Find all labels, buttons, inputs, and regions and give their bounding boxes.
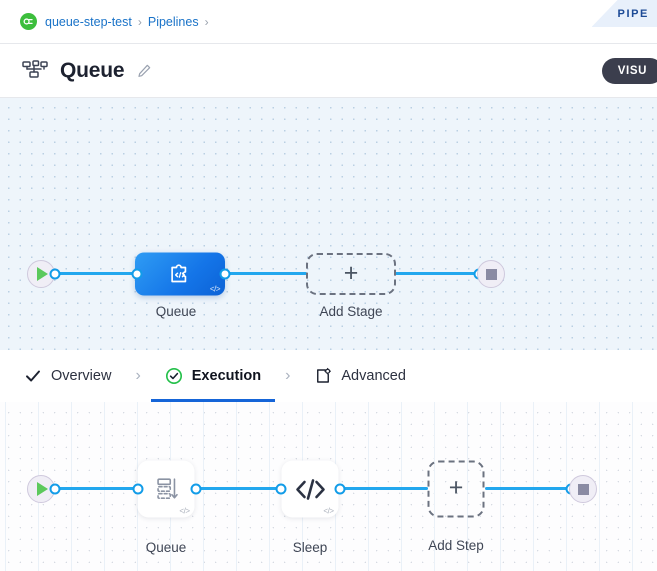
check-icon <box>26 370 40 382</box>
step-node-sleep[interactable]: </> <box>281 460 339 518</box>
step-canvas[interactable]: </> Queue </> Sleep + Add Step <box>0 402 657 571</box>
tab-label-advanced: Advanced <box>341 368 406 384</box>
step-node-queue[interactable]: </> <box>137 460 195 518</box>
edge-queuestep-to-sleep <box>196 487 281 490</box>
code-brackets-icon <box>295 478 325 500</box>
edge-start-to-queuestep <box>55 487 138 490</box>
edge-sleep-to-addstep <box>340 487 428 490</box>
pencil-edit-icon[interactable] <box>136 63 152 79</box>
code-badge: </> <box>323 506 334 516</box>
check-circle-green-icon <box>165 367 182 385</box>
edge-addstage-to-end <box>395 272 481 275</box>
play-icon <box>37 482 48 496</box>
add-stage-label: Add Stage <box>319 304 383 319</box>
end-node[interactable] <box>477 260 505 288</box>
port-queuestep-in[interactable] <box>132 483 144 495</box>
breadcrumb-link-pipelines[interactable]: Pipelines <box>147 14 199 29</box>
queue-stack-icon <box>156 477 178 499</box>
add-step-button[interactable]: + <box>427 460 485 518</box>
project-logo-icon <box>20 13 37 30</box>
step-node-label-sleep: Sleep <box>292 540 328 555</box>
code-badge: </> <box>209 284 221 294</box>
page-header: Queue VISU <box>0 44 657 98</box>
breadcrumb-separator-trailing: › <box>204 14 209 29</box>
stop-icon <box>577 483 589 495</box>
tab-separator-1: › <box>135 367 141 384</box>
box-gear-icon <box>317 367 332 383</box>
port-queue-out[interactable] <box>219 268 231 280</box>
add-stage-button[interactable]: + <box>306 253 396 295</box>
port-start-out[interactable] <box>49 483 61 495</box>
breadcrumb-link-project[interactable]: queue-step-test <box>45 14 132 29</box>
pipeline-hierarchy-icon <box>22 59 48 82</box>
tab-label-execution: Execution <box>191 368 262 384</box>
tab-label-overview: Overview <box>51 368 112 384</box>
plus-icon: + <box>343 258 359 287</box>
code-badge: </> <box>179 506 190 516</box>
tab-advanced[interactable]: Advanced <box>312 350 408 402</box>
port-sleep-in[interactable] <box>275 483 287 495</box>
edge-start-to-queue <box>55 272 137 275</box>
page-title: Queue <box>60 58 125 82</box>
edge-addstep-to-end <box>485 487 571 490</box>
visualize-button[interactable]: VISU <box>601 57 657 84</box>
stage-node-label-queue: Queue <box>155 304 197 319</box>
breadcrumb-separator: › <box>137 14 142 29</box>
plugin-code-icon <box>171 263 187 282</box>
stage-detail-tabs: Overview › Execution › Advanced <box>0 350 657 402</box>
end-node[interactable] <box>569 475 597 503</box>
stage-node-queue[interactable]: </> <box>135 252 225 296</box>
breadcrumb: queue-step-test › Pipelines › <box>0 0 657 44</box>
port-queuestep-out[interactable] <box>190 483 202 495</box>
tab-overview[interactable]: Overview <box>22 350 113 402</box>
tab-separator-2: › <box>285 367 291 384</box>
play-icon <box>37 267 48 281</box>
plus-icon: + <box>448 473 464 502</box>
stage-canvas[interactable]: </> Queue + Add Stage <box>0 98 657 350</box>
port-sleep-out[interactable] <box>334 483 346 495</box>
edge-queue-to-addstage <box>225 272 307 275</box>
ribbon-label: PIPE <box>617 7 649 20</box>
stop-icon <box>485 268 497 280</box>
port-start-out[interactable] <box>49 268 61 280</box>
port-queue-in[interactable] <box>131 268 143 280</box>
add-step-label: Add Step <box>428 538 484 553</box>
tab-execution[interactable]: Execution <box>150 350 276 402</box>
step-node-label-queue: Queue <box>145 540 187 555</box>
